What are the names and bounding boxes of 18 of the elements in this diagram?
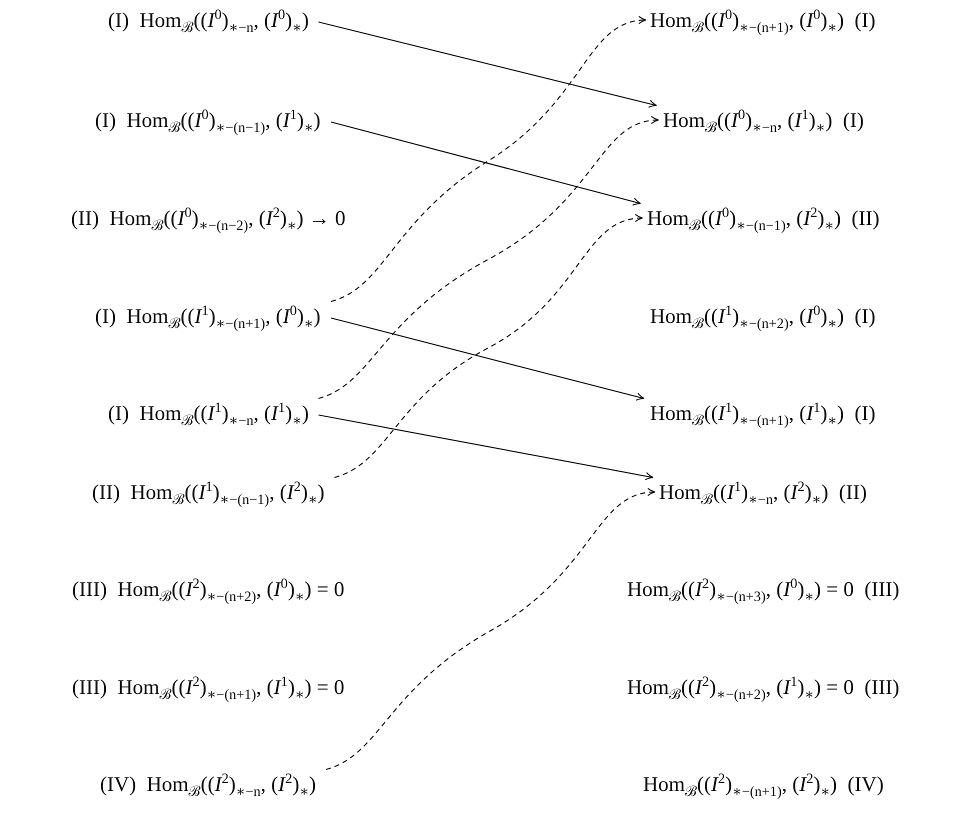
math-expression: Hom$_{ℬ}$((I$^{2}$)$_{∗−(n+1)}$, (I$^{2}$)$_{∗}$) (IV) — [643, 772, 884, 798]
math-expression: Hom$_{ℬ}$((I$^{0}$)$_{∗−(n+1)}$, (I$^{0}$)$_{∗}$) (I) — [650, 8, 876, 34]
math-expression: (IV) Hom$_{ℬ}$((I$^{2}$)$_{∗−n}$, (I$^{2}$)$_{∗}$) — [100, 772, 316, 798]
math-expression: Hom$_{ℬ}$((I$^{1}$)$_{∗−(n+1)}$, (I$^{1}$)$_{∗}$) (I) — [650, 401, 876, 426]
math-expression: (I) Hom$_{ℬ}$((I$^{1}$)$_{∗−n}$, (I$^{1}$)$_{∗}$) — [108, 401, 309, 426]
math-expression: (II) Hom$_{ℬ}$((I$^{0}$)$_{∗−(n−2)}$, (I$^{2}$)$_{∗}$) → 0 — [71, 206, 346, 232]
math-expression: (III) Hom$_{ℬ}$((I$^{2}$)$_{∗−(n+2)}$, (I$^{0}$)$_{∗}$) = 0 — [72, 577, 344, 602]
math-expression: Hom$_{ℬ}$((I$^{1}$)$_{∗−(n+2)}$, (I$^{0}$)$_{∗}$) (I) — [650, 304, 876, 330]
math-expression: (I) Hom$_{ℬ}$((I$^{0}$)$_{∗−n}$, (I$^{0}$)$_{∗}$) — [108, 8, 309, 34]
math-expression: Hom$_{ℬ}$((I$^{0}$)$_{∗−(n−1)}$, (I$^{2}$)$_{∗}$) (II) — [647, 206, 880, 232]
math-expression: Hom$_{ℬ}$((I$^{2}$)$_{∗−(n+3)}$, (I$^{0}$)$_{∗}$) = 0 (III) — [627, 577, 900, 602]
math-expression: Hom$_{ℬ}$((I$^{0}$)$_{∗−n}$, (I$^{1}$)$_{∗}$) (I) — [663, 108, 864, 134]
math-expression: (II) Hom$_{ℬ}$((I$^{1}$)$_{∗−(n−1)}$, (I$^{2}$)$_{∗}$) — [92, 480, 325, 506]
math-expression: (III) Hom$_{ℬ}$((I$^{2}$)$_{∗−(n+1)}$, (I$^{1}$)$_{∗}$) = 0 — [72, 675, 344, 700]
math-expression: Hom$_{ℬ}$((I$^{1}$)$_{∗−n}$, (I$^{2}$)$_{∗}$) (II) — [659, 480, 867, 506]
math-expression: (I) Hom$_{ℬ}$((I$^{1}$)$_{∗−(n+1)}$, (I$^{0}$)$_{∗}$) — [95, 304, 321, 330]
math-expression: (I) Hom$_{ℬ}$((I$^{0}$)$_{∗−(n−1)}$, (I$^{1}$)$_{∗}$) — [95, 108, 321, 134]
math-expression: Hom$_{ℬ}$((I$^{2}$)$_{∗−(n+2)}$, (I$^{1}$)$_{∗}$) = 0 (III) — [627, 675, 900, 700]
